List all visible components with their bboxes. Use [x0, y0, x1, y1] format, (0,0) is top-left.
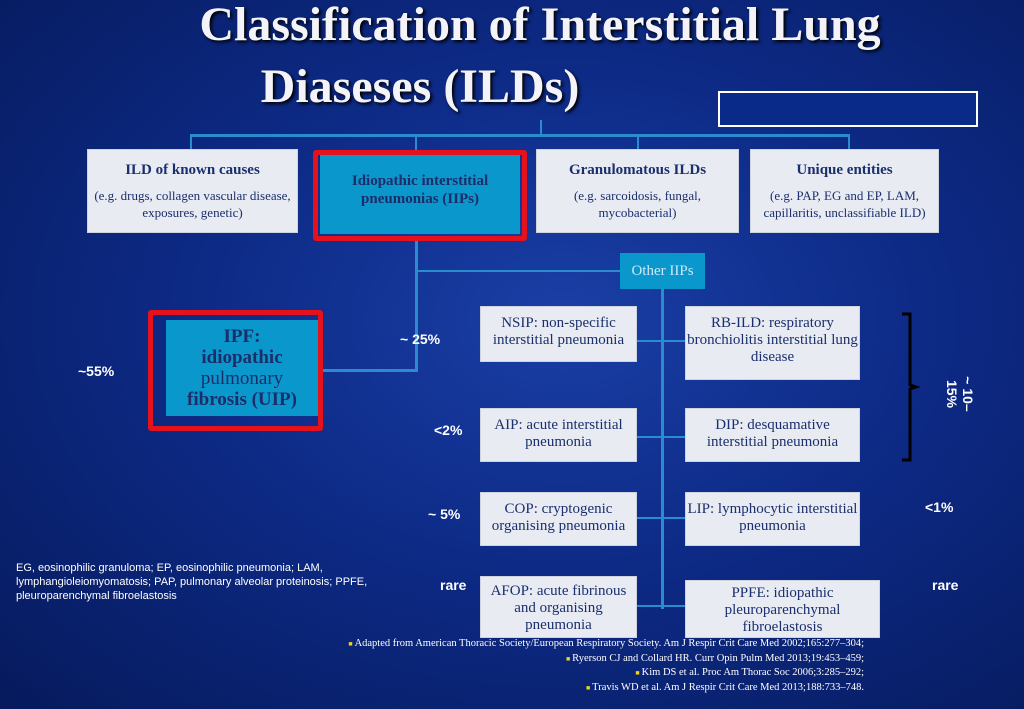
box-granulomatous: Granulomatous ILDs (e.g. sarcoidosis, fu… [536, 149, 739, 233]
box-unique-entities: Unique entities (e.g. PAP, EG and EP, LA… [750, 149, 939, 233]
slide-title-line1: Classification of Interstitial Lung [199, 0, 881, 51]
box-nsip: NSIP: non-specific interstitial pneumoni… [480, 306, 637, 362]
box-granulomatous-header: Granulomatous ILDs [568, 162, 707, 178]
top-connector-stem [540, 120, 542, 136]
pct-cop: ~ 5% [428, 506, 461, 522]
box-aip-text: AIP: acute interstitial pneumonia [494, 417, 623, 450]
box-other-iips: Other IIPs [620, 253, 705, 289]
box-aip: AIP: acute interstitial pneumonia [480, 408, 637, 462]
iip-to-ipf [318, 369, 418, 372]
reference-3: ■Kim DS et al. Proc Am Thorac Soc 2006;3… [635, 667, 864, 678]
box-ipf: IPF: idiopathic pulmonary fibrosis (UIP) [166, 320, 318, 416]
box-cop-text: COP: cryptogenic organising pneumonia [491, 501, 626, 534]
drop-ild [190, 134, 192, 150]
box-iips-header: Idiopathic interstitial pneumonias (IIPs… [351, 173, 489, 207]
pct-afop: rare [440, 577, 467, 593]
top-connector-bar [190, 134, 850, 137]
other-trunk [661, 289, 664, 609]
box-ild-known-causes-header: ILD of known causes [125, 162, 260, 178]
box-ppfe-text: PPFE: idiopathic pleuroparenchymal fibro… [724, 585, 841, 635]
box-ipf-line1: IPF: [223, 326, 261, 347]
box-granulomatous-sub: (e.g. sarcoidosis, fungal, mycobacterial… [573, 188, 702, 220]
box-ild-known-causes: ILD of known causes (e.g. drugs, collage… [87, 149, 298, 233]
box-afop: AFOP: acute fibrinous and organising pne… [480, 576, 637, 638]
box-cop: COP: cryptogenic organising pneumonia [480, 492, 637, 546]
pct-nsip: ~ 25% [400, 331, 441, 347]
drop-unique [848, 134, 850, 150]
box-unique-entities-header: Unique entities [796, 162, 893, 178]
branch-2 [637, 436, 685, 438]
pct-ipf: ~55% [78, 363, 115, 379]
abbreviations-note: EG, eosinophilic granuloma; EP, eosinoph… [16, 562, 368, 602]
brace-rbild-dip [902, 312, 920, 462]
branch-1 [637, 340, 685, 342]
drop-iip [415, 134, 417, 150]
reference-1: ■Adapted from American Thoracic Society/… [348, 638, 864, 649]
box-lip: LIP: lymphocytic interstitial pneumonia [685, 492, 860, 546]
highlight-iips [313, 150, 527, 241]
box-ipf-line4: fibrosis (UIP) [187, 389, 297, 410]
box-ipf-line3: pulmonary [200, 368, 284, 389]
references: ■Adapted from American Thoracic Society/… [348, 637, 864, 695]
pct-aip: <2% [434, 422, 463, 438]
box-rbild: RB-ILD: respiratory bronchiolitis inters… [685, 306, 860, 380]
box-nsip-text: NSIP: non-specific interstitial pneumoni… [492, 315, 625, 348]
iip-to-other [415, 270, 620, 272]
box-rbild-text: RB-ILD: respiratory bronchiolitis inters… [687, 315, 858, 365]
box-dip-text: DIP: desquamative interstitial pneumonia [706, 417, 839, 450]
box-iips: Idiopathic interstitial pneumonias (IIPs… [320, 154, 520, 234]
pct-lip: <1% [925, 499, 954, 515]
box-ppfe: PPFE: idiopathic pleuroparenchymal fibro… [685, 580, 880, 638]
branch-3 [637, 517, 685, 519]
iip-down [415, 240, 418, 372]
box-ipf-line2: idiopathic [201, 347, 283, 368]
title-blank-box [718, 91, 978, 127]
slide-title-line2: Diaseses (ILDs) [260, 60, 580, 113]
pct-ppfe: rare [932, 577, 959, 593]
box-dip: DIP: desquamative interstitial pneumonia [685, 408, 860, 462]
reference-2: ■Ryerson CJ and Collard HR. Curr Opin Pu… [565, 652, 864, 664]
box-lip-text: LIP: lymphocytic interstitial pneumonia [687, 501, 858, 534]
pct-rbild-dip: ~ 10–15% [944, 376, 976, 412]
box-unique-entities-sub: (e.g. PAP, EG and EP, LAM, capillaritis,… [763, 188, 926, 220]
box-ild-known-causes-sub: (e.g. drugs, collagen vascular disease, … [94, 188, 291, 220]
drop-gran [637, 134, 639, 150]
box-afop-text: AFOP: acute fibrinous and organising pne… [490, 583, 627, 633]
reference-4: ■Travis WD et al. Am J Respir Crit Care … [585, 681, 864, 693]
branch-4 [637, 605, 685, 607]
highlight-ipf [148, 310, 323, 431]
